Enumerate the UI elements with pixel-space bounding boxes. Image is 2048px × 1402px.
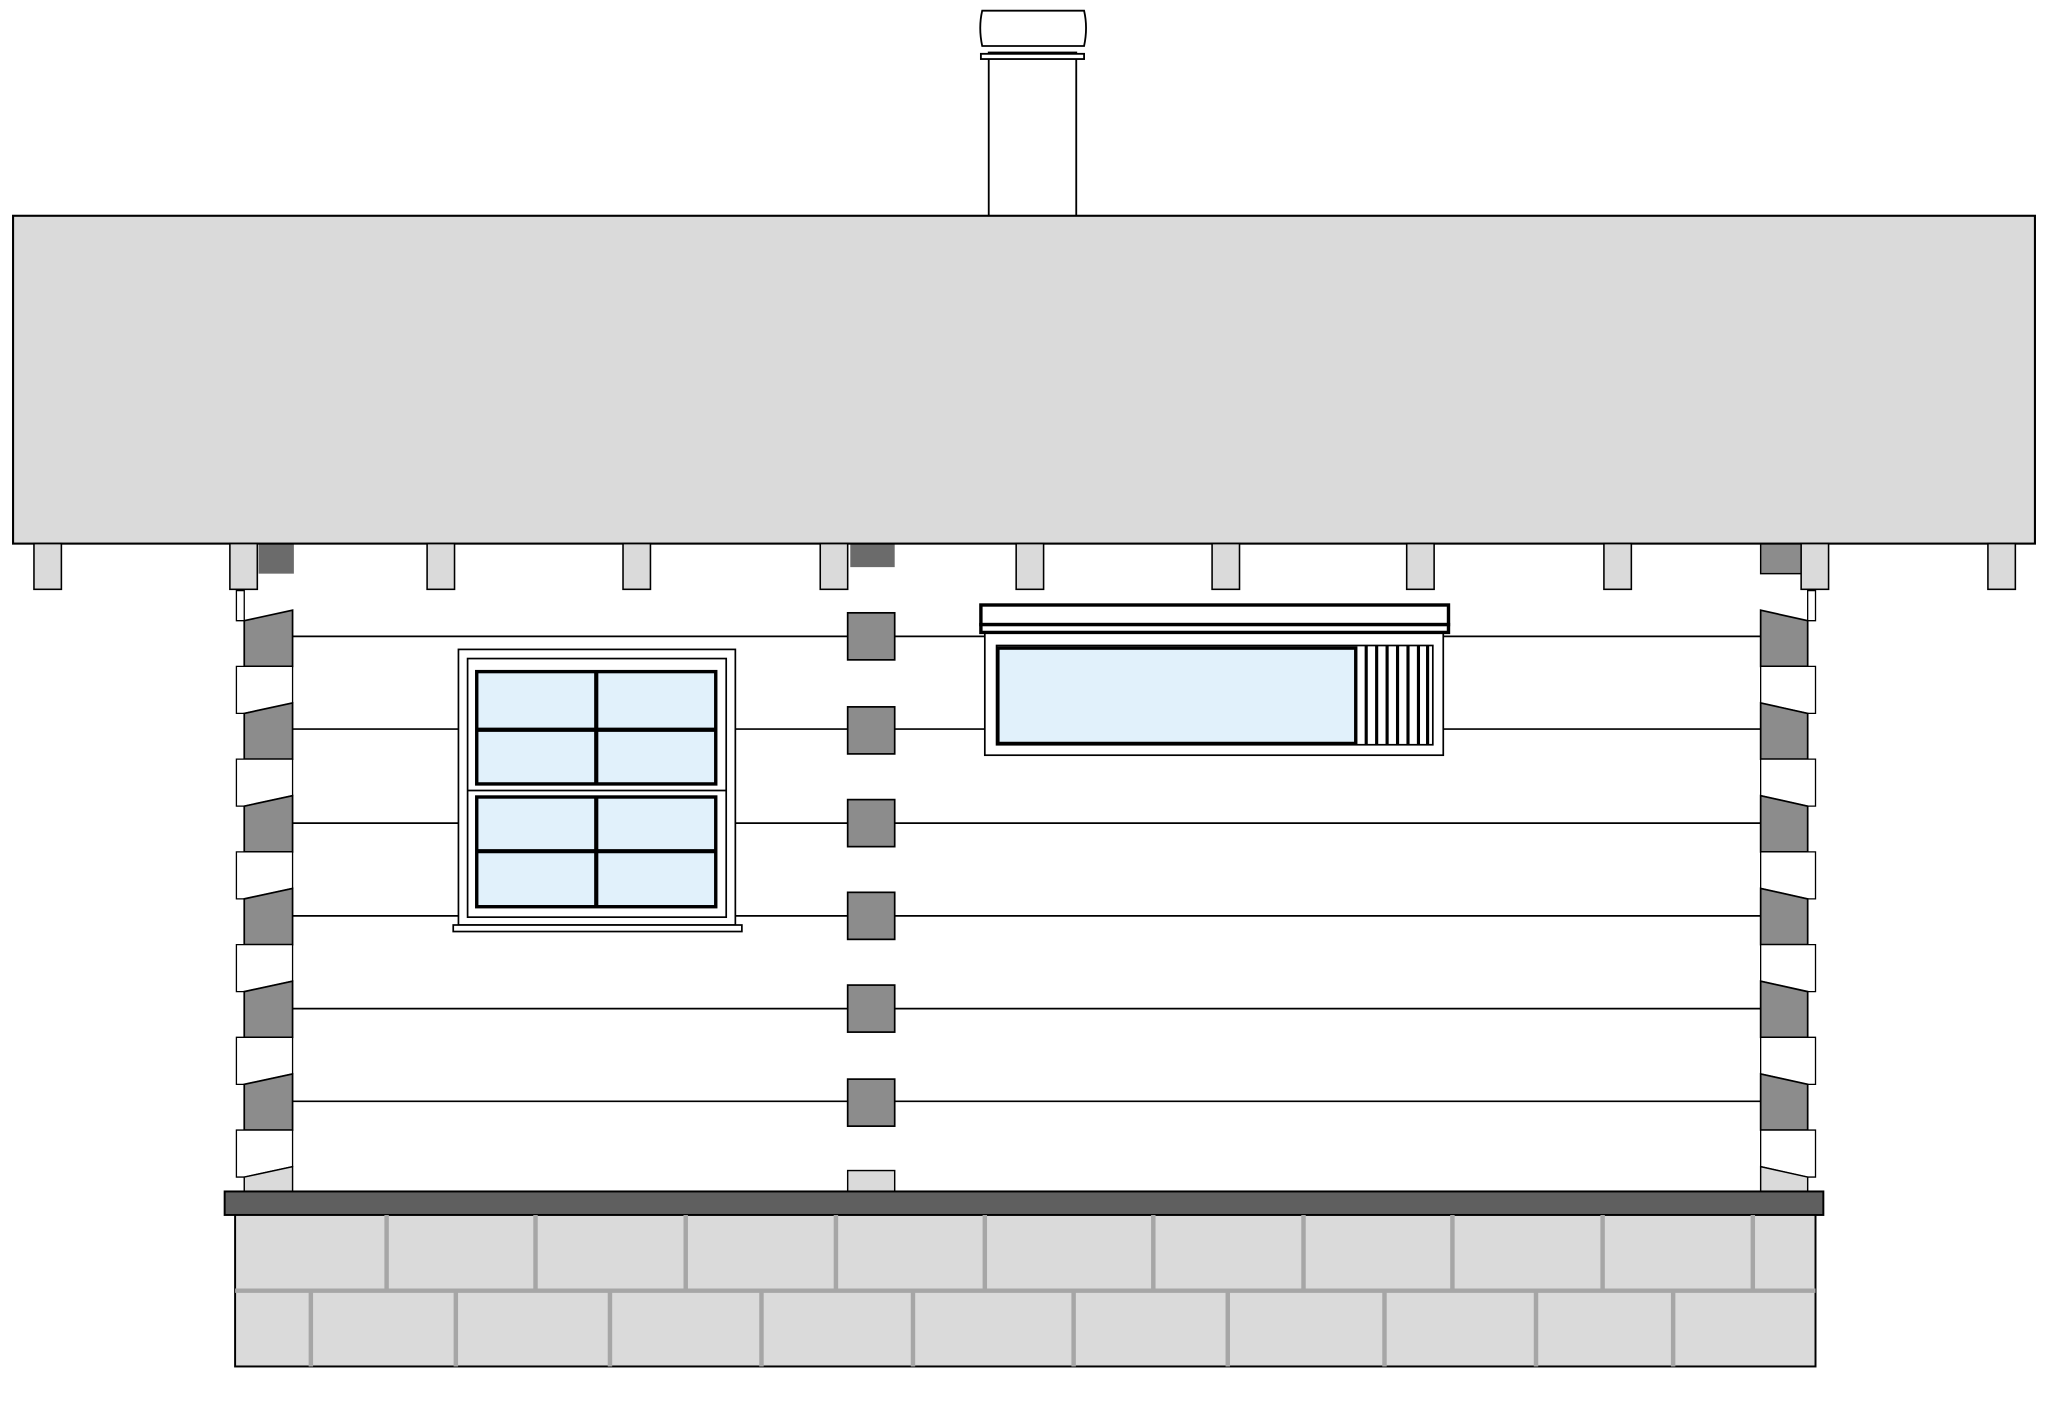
center-top-log-shadow	[850, 543, 895, 568]
right-top-log-end	[1759, 542, 1804, 575]
rafter-tail-2	[229, 542, 259, 591]
left-log-end-4	[243, 887, 294, 946]
left-log-end-5	[243, 980, 294, 1039]
left-top-notch	[235, 589, 245, 622]
right-log-end-6	[1759, 1072, 1809, 1131]
right-log-notch-6	[1759, 1129, 1817, 1178]
foundation-mortar-joints	[235, 1214, 1816, 1367]
right-log-end-3	[1759, 794, 1809, 853]
horizontal-window-head-drip	[979, 622, 1451, 635]
upper-sash	[475, 669, 718, 786]
lower-sash	[475, 795, 718, 909]
chimney	[979, 9, 1087, 218]
block-foundation	[234, 1213, 1817, 1368]
right-top-notch	[1807, 589, 1817, 622]
center-log-end-5	[846, 984, 896, 1033]
window-sill	[452, 924, 743, 933]
window-trim-inner	[466, 657, 728, 919]
horizontal-window-head-cap	[979, 603, 1451, 627]
left-top-log-shadow	[258, 543, 294, 574]
right-log-notch-1	[1759, 665, 1817, 715]
rafter-tail-9	[1603, 542, 1633, 591]
chimney-pipe	[987, 51, 1078, 218]
right-log-end-2	[1759, 701, 1809, 760]
center-log-end-6	[846, 1078, 896, 1127]
rafter-tail-11	[1987, 542, 2017, 591]
right-log-notch-3	[1759, 851, 1817, 900]
center-log-end-4	[846, 891, 896, 941]
right-log-notch-2	[1759, 758, 1817, 807]
rafter-tail-1	[33, 542, 63, 591]
horizontal-window-glass	[996, 646, 1358, 746]
right-log-end-1	[1759, 609, 1809, 668]
right-log-end-4	[1759, 887, 1809, 946]
right-log-end-5	[1759, 980, 1809, 1039]
rafter-tail-5	[819, 542, 849, 591]
rafter-tail-7	[1211, 542, 1241, 591]
horizontal-window	[979, 603, 1451, 757]
left-corner-notches	[235, 543, 294, 1193]
left-log-end-6	[243, 1072, 294, 1131]
rafter-tail-4	[622, 542, 652, 591]
rafter-tails	[33, 542, 2017, 591]
rafter-tail-8	[1405, 542, 1435, 591]
center-log-end-1	[846, 611, 896, 661]
right-log-notch-5	[1759, 1036, 1817, 1085]
chimney-collar	[979, 52, 1085, 60]
rafter-tail-3	[426, 542, 456, 591]
left-log-end-2	[243, 701, 294, 760]
roof-panel	[12, 214, 2036, 545]
center-log-end-2	[846, 706, 896, 755]
rafter-tail-6	[1015, 542, 1045, 591]
louver-vent	[1364, 645, 1430, 745]
right-corner-notches	[1759, 542, 1817, 1193]
left-log-end-3	[243, 794, 294, 853]
left-log-end-1	[243, 609, 294, 668]
right-log-notch-4	[1759, 943, 1817, 993]
center-bottom-log-end	[846, 1169, 896, 1193]
sill-plate	[223, 1190, 1825, 1216]
double-hung-window	[452, 648, 743, 933]
chimney-cap	[979, 9, 1087, 47]
rafter-tail-10	[1800, 542, 1830, 591]
center-log-end-3	[846, 798, 896, 848]
